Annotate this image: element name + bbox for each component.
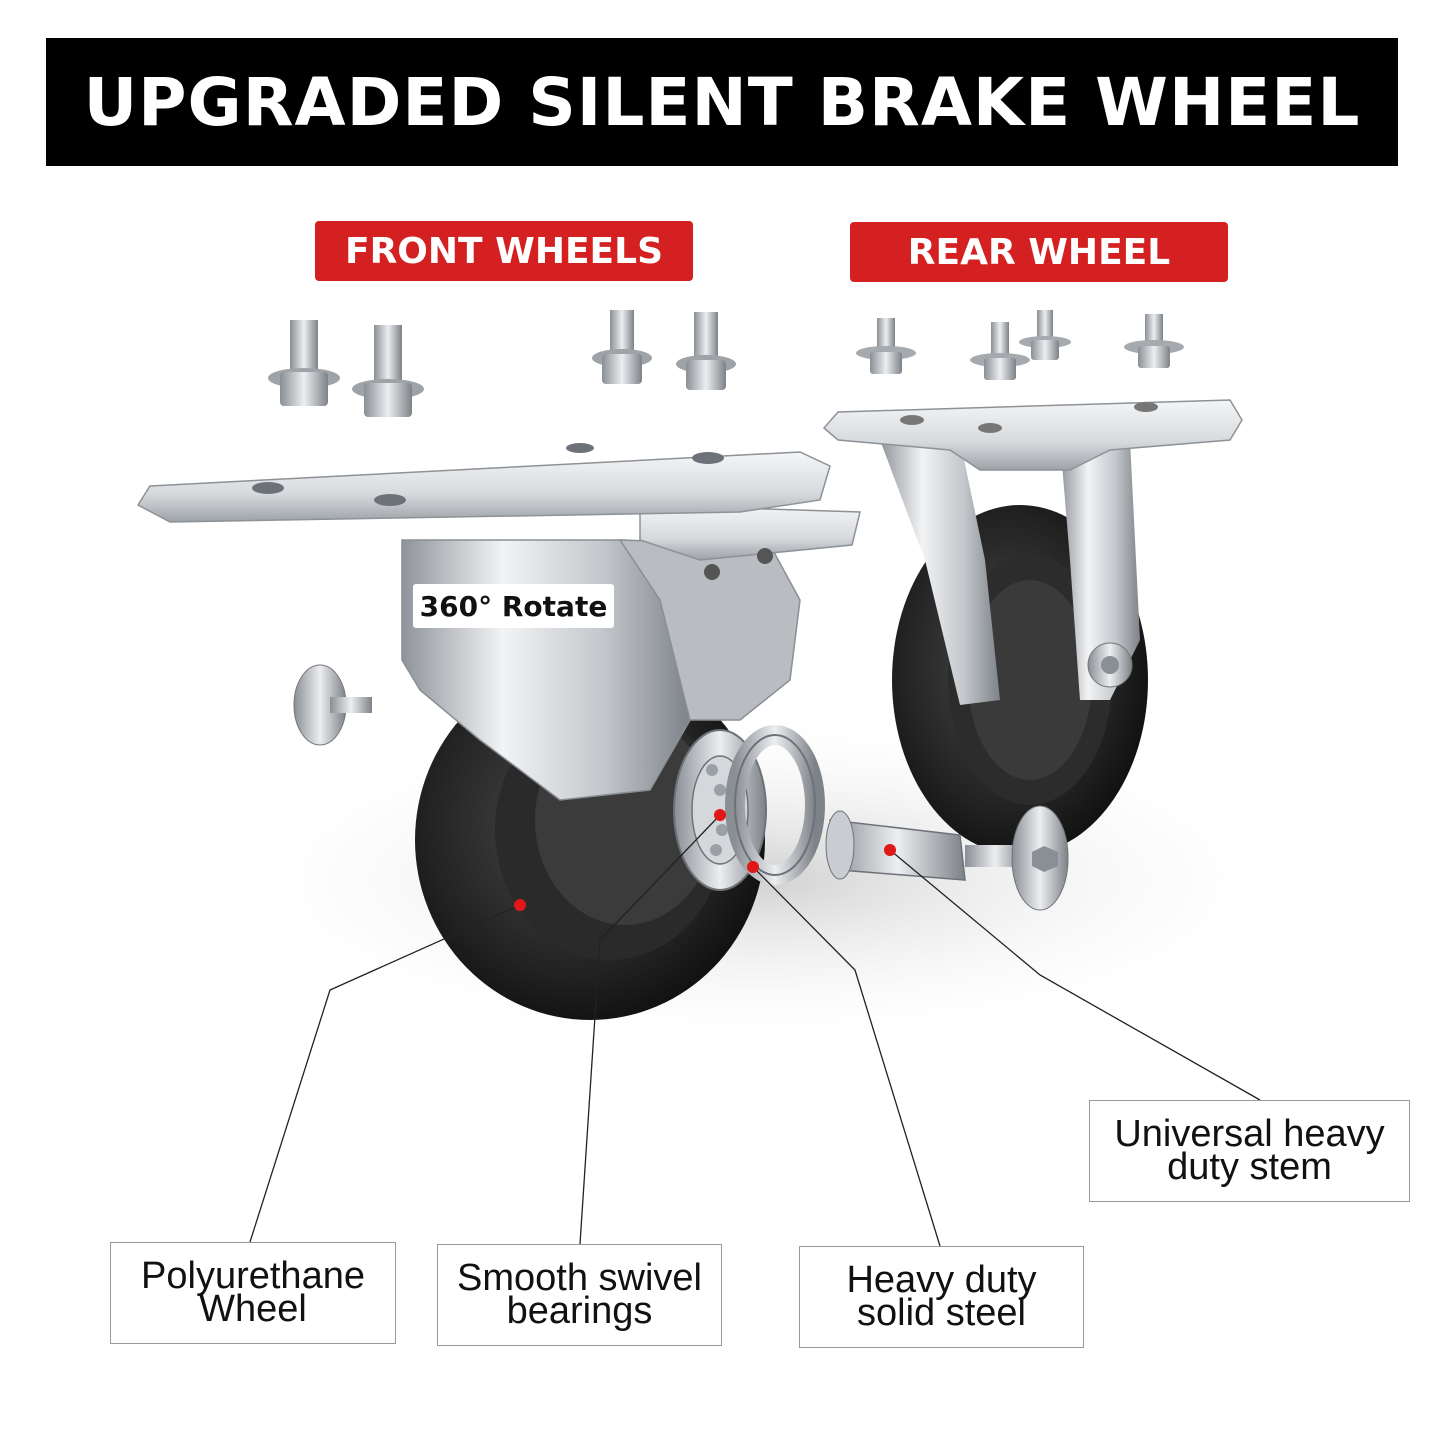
callout-line: duty stem — [1167, 1146, 1332, 1188]
front-wheels-tag: FRONT WHEELS — [315, 221, 693, 281]
marker-polyurethane — [514, 899, 526, 911]
callout-line: Universal heavy — [1114, 1113, 1385, 1155]
callout-line: Heavy duty — [846, 1259, 1037, 1301]
callout-line: bearings — [506, 1290, 653, 1332]
rear-bolts — [856, 310, 1184, 380]
marker-stem — [884, 844, 896, 856]
callout-line: Wheel — [199, 1288, 307, 1330]
title-text: UPGRADED SILENT BRAKE WHEEL — [83, 63, 1361, 141]
rotate-text: 360° Rotate — [419, 589, 608, 623]
rear-wheel-label: REAR WHEEL — [907, 231, 1171, 273]
red-markers — [514, 809, 896, 911]
leader-lines — [249, 814, 1261, 1247]
callout-line: Smooth swivel — [457, 1257, 702, 1299]
callout-heavy-duty-stem: Universal heavy duty stem — [1089, 1100, 1410, 1202]
rotate-label: 360° Rotate — [413, 584, 614, 628]
front-bolts — [268, 310, 736, 417]
callout-polyurethane-wheel: Polyurethane Wheel — [110, 1242, 396, 1344]
callout-line: solid steel — [857, 1292, 1026, 1334]
callout-swivel-bearings: Smooth swivel bearings — [437, 1244, 722, 1346]
front-wheels-label: FRONT WHEELS — [344, 230, 664, 272]
callout-line: Polyurethane — [141, 1255, 365, 1297]
rear-caster — [822, 399, 1243, 855]
stem — [825, 805, 1069, 911]
marker-bearings — [714, 809, 726, 821]
callout-solid-steel: Heavy duty solid steel — [799, 1246, 1084, 1348]
loose-bolt — [293, 664, 372, 746]
rear-wheel-tag: REAR WHEEL — [850, 222, 1228, 282]
marker-steel — [747, 861, 759, 873]
title-banner: UPGRADED SILENT BRAKE WHEEL — [46, 38, 1398, 166]
steel-ring — [725, 725, 825, 885]
